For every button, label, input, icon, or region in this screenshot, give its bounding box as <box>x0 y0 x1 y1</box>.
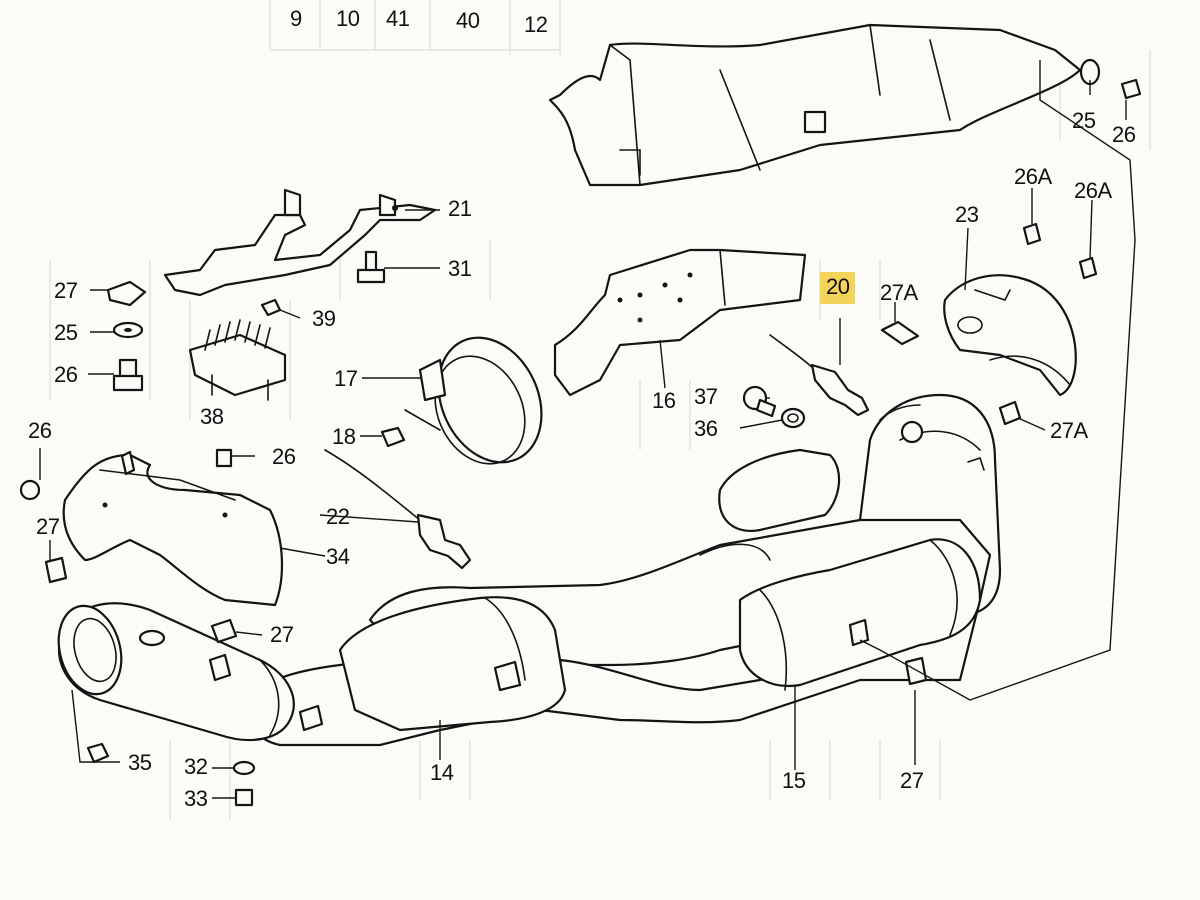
part-label-27a-top: 27A <box>880 280 918 305</box>
part-label-27-left: 27 <box>54 278 78 303</box>
ref-label-10: 10 <box>336 6 360 31</box>
top-heat-shield <box>548 23 1082 187</box>
part-label-26-top: 26 <box>1112 122 1136 147</box>
ref-label-40: 40 <box>456 8 480 33</box>
part-label-16: 16 <box>652 388 676 413</box>
bolt-37-washer-36 <box>742 385 806 429</box>
part-label-25-top: 25 <box>1072 108 1096 133</box>
part-label-14: 14 <box>430 760 454 785</box>
heat-shield-16 <box>553 248 807 397</box>
part-label-38: 38 <box>200 404 224 429</box>
part-label-25-left: 25 <box>54 320 78 345</box>
part-label-36: 36 <box>694 416 718 441</box>
flange-left <box>57 604 166 696</box>
part-label-27-side: 27 <box>36 514 60 539</box>
ref-label-41: 41 <box>386 6 410 31</box>
bolt-31 <box>356 250 386 284</box>
left-hardware-stack <box>106 280 282 392</box>
part-label-31: 31 <box>448 256 472 281</box>
leader-lines <box>39 60 1136 799</box>
part-label-23: 23 <box>955 202 979 227</box>
nut-18 <box>380 426 406 448</box>
part-label-26-left: 26 <box>54 362 78 387</box>
ref-label-12: 12 <box>524 12 548 37</box>
bracket-21 <box>163 188 437 297</box>
part-label-22: 22 <box>326 504 350 529</box>
part-label-20-highlighted: 20 <box>820 272 856 304</box>
small-bolts <box>19 58 1142 501</box>
part-label-33: 33 <box>184 786 208 811</box>
bottom-left-hardware <box>44 556 928 807</box>
part-label-27-bottom-left: 27 <box>270 622 294 647</box>
part-38-heatsink <box>188 319 287 401</box>
heat-shield-23 <box>943 274 1077 426</box>
clamp-17 <box>404 336 543 465</box>
part-label-39: 39 <box>312 306 336 331</box>
ref-label-9: 9 <box>290 6 302 31</box>
part-label-18: 18 <box>332 424 356 449</box>
part-label-27a-right: 27A <box>1050 418 1088 443</box>
part-label-21: 21 <box>448 196 472 221</box>
part-label-27-bottom-right: 27 <box>900 768 924 793</box>
part-label-32: 32 <box>184 754 208 779</box>
oxygen-sensor-20 <box>769 334 870 417</box>
clip-27a-top <box>880 320 920 346</box>
reference-grid <box>49 0 1151 820</box>
part-label-26-mid: 26 <box>272 444 296 469</box>
part-label-26-mid-left: 26 <box>28 418 52 443</box>
part-label-26a-2: 26A <box>1074 178 1112 203</box>
part-label-17: 17 <box>334 366 358 391</box>
part-label-35: 35 <box>128 750 152 775</box>
part-label-26a-1: 26A <box>1014 164 1052 189</box>
part-label-34: 34 <box>326 544 350 569</box>
part-label-37: 37 <box>694 384 718 409</box>
heat-shield-34 <box>62 453 284 607</box>
part-label-15: 15 <box>782 768 806 793</box>
sensor-22 <box>324 449 472 570</box>
